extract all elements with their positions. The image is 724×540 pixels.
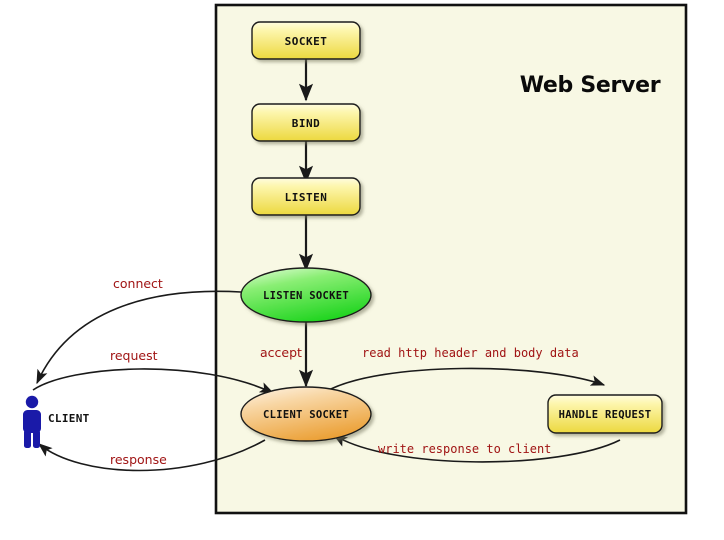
client-actor-head — [25, 395, 39, 409]
edge-label-accept: accept — [260, 345, 302, 360]
client-actor[interactable] — [23, 395, 41, 448]
client-actor-label: CLIENT — [48, 412, 90, 425]
edge-request: request — [32, 348, 275, 394]
node-listen-socket[interactable] — [240, 267, 372, 323]
node-bind-shape[interactable] — [251, 103, 361, 142]
node-bind-label: BIND — [292, 117, 321, 130]
edge-response: response — [38, 439, 266, 472]
edge-label-request: request — [110, 348, 158, 363]
node-client-socket[interactable] — [240, 386, 372, 442]
node-listen[interactable] — [251, 177, 361, 216]
edge-label-write-response: write response to client — [378, 442, 551, 456]
web-server-title: Web Server — [520, 73, 661, 98]
edge-label-response: response — [110, 452, 167, 467]
client-actor-body — [23, 410, 41, 433]
node-socket[interactable] — [251, 21, 361, 60]
edge-connect: connect — [36, 276, 242, 385]
node-listen-socket-shape[interactable] — [240, 267, 372, 323]
edge-read-http: read http header and body data — [326, 346, 606, 392]
edge-label-connect: connect — [113, 276, 163, 291]
node-listen-label: LISTEN — [285, 191, 328, 204]
node-bind[interactable] — [251, 103, 361, 142]
node-listen-socket-label: LISTEN SOCKET — [263, 290, 349, 302]
node-handle-request[interactable] — [547, 394, 663, 434]
client-actor-leg-right — [33, 430, 40, 448]
client-actor-leg-left — [24, 430, 31, 448]
node-socket-shape[interactable] — [251, 21, 361, 60]
node-handle-request-shape[interactable] — [547, 394, 663, 434]
edge-write-response: write response to client — [332, 434, 621, 463]
node-handle-request-label: HANDLE REQUEST — [559, 409, 652, 421]
edge-accept: accept — [260, 322, 314, 388]
node-client-socket-label: CLIENT SOCKET — [263, 409, 349, 421]
edge-label-read-http: read http header and body data — [362, 346, 579, 360]
node-socket-label: SOCKET — [285, 35, 328, 48]
node-listen-shape[interactable] — [251, 177, 361, 216]
node-client-socket-shape[interactable] — [240, 386, 372, 442]
